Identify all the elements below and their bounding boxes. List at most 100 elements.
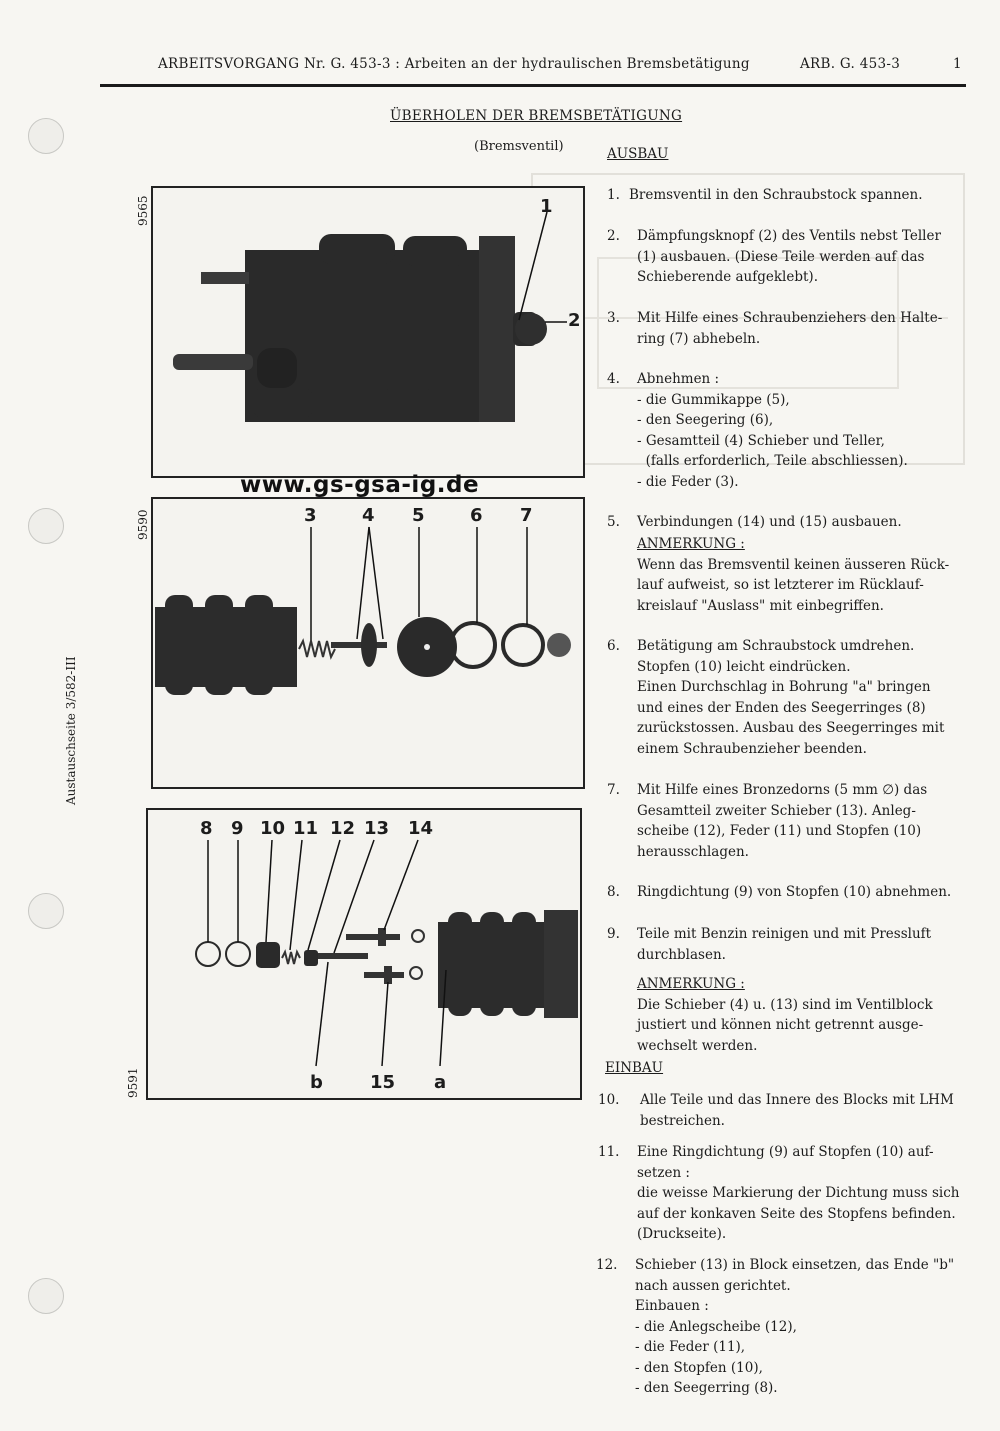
note-heading: ANMERKUNG : bbox=[637, 536, 745, 552]
step-text: zurückstossen. Ausbau des Seegerringes m… bbox=[637, 720, 945, 736]
step-text: Schieber (13) in Block einsetzen, das En… bbox=[635, 1257, 955, 1273]
figure-2-label: 4 bbox=[362, 505, 375, 526]
punch-hole bbox=[28, 508, 64, 544]
step-text: Mit Hilfe eines Bronzedorns (5 mm ∅) das bbox=[637, 782, 928, 798]
step-text: herausschlagen. bbox=[637, 843, 749, 860]
punch-hole bbox=[28, 893, 64, 929]
figure-1-label: 2 bbox=[568, 310, 581, 331]
step-number: 9. bbox=[607, 926, 620, 942]
note-text: kreislauf "Auslass" mit einbegriffen. bbox=[637, 597, 884, 614]
step-text: (1) ausbauen. (Diese Teile werden auf da… bbox=[637, 248, 925, 265]
figure-3-label: 14 bbox=[408, 818, 434, 839]
brake-valve-assembled bbox=[173, 211, 567, 422]
step-text: Verbindungen (14) und (15) ausbauen. bbox=[637, 514, 902, 530]
step-number: 4. bbox=[607, 371, 620, 387]
page-subtitle: (Bremsventil) bbox=[474, 139, 564, 154]
figure-3-id: 9591 bbox=[126, 1067, 140, 1098]
note-heading: ANMERKUNG : bbox=[637, 976, 745, 992]
header-left: ARBEITSVORGANG Nr. G. 453-3 : Arbeiten a… bbox=[158, 56, 750, 72]
step-text: - den Seegering (6), bbox=[637, 412, 774, 428]
figure-2-frame: 3 4 5 6 7 bbox=[151, 497, 585, 789]
note-text: wechselt werden. bbox=[637, 1037, 758, 1054]
figure-1-label: 1 bbox=[540, 196, 553, 217]
step-text: Einen Durchschlag in Bohrung "a" bringen bbox=[637, 679, 931, 695]
figure-3-label: 12 bbox=[330, 818, 356, 839]
figure-3-label: 9 bbox=[231, 818, 244, 839]
step-number: 6. bbox=[607, 638, 620, 654]
brake-valve-exploded-2 bbox=[195, 839, 578, 1067]
step-text: (falls erforderlich, Teile abschliessen)… bbox=[637, 453, 908, 469]
figure-3-label: 13 bbox=[364, 818, 390, 839]
figure-2-label: 3 bbox=[304, 505, 317, 526]
step-text: - die Gummikappe (5), bbox=[637, 391, 790, 408]
note-text: Die Schieber (4) u. (13) sind im Ventilb… bbox=[637, 996, 933, 1013]
figure-3-frame: 8 9 10 11 12 13 14 b 15 a bbox=[146, 808, 582, 1100]
step-text: nach aussen gerichtet. bbox=[635, 1277, 791, 1294]
step-text: Teile mit Benzin reinigen und mit Pressl… bbox=[637, 926, 932, 942]
step-text: einem Schraubenzieher beenden. bbox=[637, 740, 867, 757]
punch-hole bbox=[28, 118, 64, 154]
step-number: 1. bbox=[607, 187, 620, 203]
figure-1-frame: 1 2 bbox=[151, 186, 585, 478]
brake-valve-exploded-1 bbox=[155, 526, 571, 695]
figure-3-label: 10 bbox=[260, 818, 286, 839]
watermark-url: www.gs-gsa-ig.de bbox=[240, 472, 480, 498]
figure-1-id: 9565 bbox=[136, 195, 150, 226]
step-text: Dämpfungsknopf (2) des Ventils nebst Tel… bbox=[637, 228, 941, 244]
step-text: die weisse Markierung der Dichtung muss … bbox=[637, 1185, 960, 1201]
step-number: 12. bbox=[596, 1257, 618, 1273]
step-text: ring (7) abhebeln. bbox=[637, 330, 761, 347]
step-text: Einbauen : bbox=[635, 1298, 709, 1314]
step-text: und eines der Enden des Seegerringes (8) bbox=[637, 699, 926, 716]
figure-2-id: 9590 bbox=[136, 509, 150, 540]
step-text: - die Feder (11), bbox=[635, 1339, 746, 1355]
step-text: auf der konkaven Seite des Stopfens befi… bbox=[637, 1205, 956, 1222]
step-text: - die Feder (3). bbox=[637, 473, 739, 490]
step-text: bestreichen. bbox=[640, 1112, 725, 1129]
step-text: Alle Teile und das Innere des Blocks mit… bbox=[640, 1092, 954, 1108]
side-note: Austauschseite 3/582-III bbox=[64, 656, 78, 805]
note-text: lauf aufweist, so ist letzterer im Rückl… bbox=[637, 577, 924, 593]
figure-3-label: a bbox=[434, 1072, 447, 1093]
step-number: 7. bbox=[607, 782, 620, 798]
step-text: (Druckseite). bbox=[637, 1226, 727, 1242]
figure-2-label: 5 bbox=[412, 505, 425, 526]
step-text: Abnehmen : bbox=[637, 371, 720, 387]
figure-3-label: 11 bbox=[293, 818, 319, 839]
step-text: durchblasen. bbox=[637, 946, 726, 963]
page-title: ÜBERHOLEN DER BREMSBETÄTIGUNG bbox=[390, 108, 683, 124]
step-text: Ringdichtung (9) von Stopfen (10) abnehm… bbox=[637, 884, 952, 900]
step-text: - den Stopfen (10), bbox=[635, 1359, 763, 1376]
header-right: ARB. G. 453-3 bbox=[800, 56, 901, 72]
page-number: 1 bbox=[953, 56, 962, 72]
step-number: 11. bbox=[598, 1144, 620, 1160]
step-text: Betätigung am Schraubstock umdrehen. bbox=[637, 638, 915, 654]
note: ANMERKUNG : Wenn das Bremsventil keinen … bbox=[637, 534, 949, 616]
section-heading-einbau: EINBAU bbox=[605, 1060, 664, 1076]
step-text: Bremsventil in den Schraubstock spannen. bbox=[629, 187, 923, 203]
step-text: Schieberende aufgeklebt). bbox=[637, 269, 818, 285]
note-text: justiert und können nicht getrennt ausge… bbox=[637, 1017, 924, 1033]
step-number: 3. bbox=[607, 310, 620, 326]
section-heading-ausbau: AUSBAU bbox=[607, 146, 669, 162]
note-text: Wenn das Bremsventil keinen äusseren Rüc… bbox=[637, 556, 950, 573]
figure-3-label: 8 bbox=[200, 818, 213, 839]
punch-hole bbox=[28, 1278, 64, 1314]
step-number: 5. bbox=[607, 514, 620, 530]
figure-3-label: 15 bbox=[370, 1072, 396, 1093]
header-rule bbox=[100, 84, 966, 87]
step-text: Stopfen (10) leicht eindrücken. bbox=[637, 658, 851, 675]
note: ANMERKUNG : Die Schieber (4) u. (13) sin… bbox=[637, 974, 933, 1056]
step-text: setzen : bbox=[637, 1164, 690, 1181]
step-text: - die Anlegscheibe (12), bbox=[635, 1318, 797, 1335]
figure-3-label: b bbox=[310, 1072, 323, 1093]
step-text: Eine Ringdichtung (9) auf Stopfen (10) a… bbox=[637, 1144, 934, 1160]
step-text: scheibe (12), Feder (11) und Stopfen (10… bbox=[637, 823, 922, 839]
step-number: 10. bbox=[598, 1092, 620, 1108]
step-text: - den Seegerring (8). bbox=[635, 1380, 778, 1396]
step-number: 2. bbox=[607, 228, 620, 244]
step-text: - Gesamtteil (4) Schieber und Teller, bbox=[637, 432, 885, 449]
figure-2-label: 7 bbox=[520, 505, 533, 526]
step-text: Gesamtteil zweiter Schieber (13). Anleg- bbox=[637, 802, 916, 819]
step-number: 8. bbox=[607, 884, 620, 900]
